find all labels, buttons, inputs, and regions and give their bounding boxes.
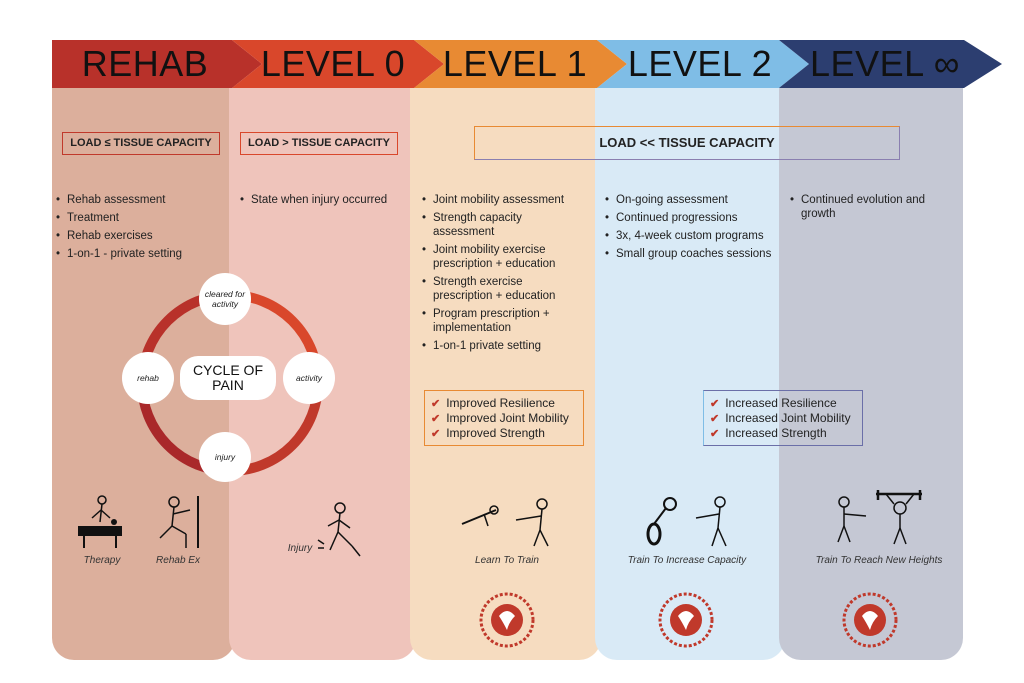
caption-injury: Injury [287,543,313,554]
benefits-level2: ✔Increased Resilience ✔Increased Joint M… [703,390,863,446]
benefit-item: ✔Improved Joint Mobility [431,411,569,425]
rehab-ex-illustration [159,496,199,548]
column-levelinf [779,84,963,660]
level-chevron-bar [52,40,1002,88]
column-level2 [595,84,785,660]
chevron-level1 [414,40,627,88]
bullets-level2: On-going assessment Continued progressio… [605,193,780,265]
cycle-node-activity: activity [283,352,335,404]
cycle-center-label: CYCLE OF PAIN [180,356,276,400]
list-item: Program prescription + implementation [422,307,582,335]
new-heights-illustration [837,490,922,545]
list-item: Joint mobility assessment [422,193,582,207]
list-item: Continued evolution and growth [790,193,950,221]
benefit-item: ✔Improved Resilience [431,396,555,410]
check-icon: ✔ [710,413,720,425]
check-icon: ✔ [431,398,441,410]
list-item: Rehab exercises [56,229,226,243]
list-item: Treatment [56,211,226,225]
engineered-bodies-logo-2 [658,592,714,648]
list-item: Small group coaches sessions [605,247,780,261]
bullets-level1: Joint mobility assessment Strength capac… [422,193,582,357]
injury-illustration [317,502,361,557]
header-level1: LEVEL 1 [442,43,588,84]
list-item: Continued progressions [605,211,780,225]
header-rehab: REHAB [81,43,209,84]
caption-therapy: Therapy [83,555,121,566]
list-item: Joint mobility exercise prescription + e… [422,243,582,271]
list-item: 1-on-1 private setting [422,339,582,353]
load-box-level12: LOAD << TISSUE CAPACITY [474,126,900,160]
increase-capacity-illustration [646,496,727,547]
check-icon: ✔ [431,428,441,440]
check-icon: ✔ [710,398,720,410]
list-item: 1-on-1 - private setting [56,247,226,261]
engineered-bodies-logo-1 [479,592,535,648]
bullets-level0: State when injury occurred [240,193,410,211]
caption-learn-to-train: Learn To Train [475,555,539,566]
list-item: Strength capacity assessment [422,211,582,239]
chevron-rehab [52,40,262,88]
chevron-level2 [597,40,809,88]
chevron-level0 [232,40,444,88]
load-box-rehab: LOAD ≤ TISSUE CAPACITY [62,132,220,155]
header-level2: LEVEL 2 [627,43,773,84]
cycle-node-cleared: cleared for activity [199,273,251,325]
therapy-illustration [78,495,122,548]
cycle-node-rehab: rehab [122,352,174,404]
check-icon: ✔ [431,413,441,425]
caption-rehab-ex: Rehab Ex [156,555,200,566]
chevron-levelinf [779,40,1002,88]
learn-to-train-illustration [461,498,549,547]
cycle-node-injury: injury [199,432,251,482]
benefit-item: ✔Increased Joint Mobility [710,411,851,425]
benefit-item: ✔Increased Resilience [710,396,837,410]
list-item: On-going assessment [605,193,780,207]
column-level1 [410,84,601,660]
list-item: State when injury occurred [240,193,410,207]
check-icon: ✔ [710,428,720,440]
header-levelinf: LEVEL ∞ [810,43,960,84]
caption-increase-capacity: Train To Increase Capacity [627,555,747,566]
list-item: Strength exercise prescription + educati… [422,275,582,303]
engineered-bodies-logo-3 [842,592,898,648]
list-item: 3x, 4-week custom programs [605,229,780,243]
load-box-level0: LOAD > TISSUE CAPACITY [240,132,398,155]
list-item: Rehab assessment [56,193,226,207]
benefit-item: ✔Increased Strength [710,426,827,440]
header-level0: LEVEL 0 [260,43,406,84]
bullets-rehab: Rehab assessment Treatment Rehab exercis… [56,193,226,265]
benefit-item: ✔Improved Strength [431,426,545,440]
benefits-level1: ✔Improved Resilience ✔Improved Joint Mob… [424,390,584,446]
caption-new-heights: Train To Reach New Heights [815,555,943,566]
bullets-levelinf: Continued evolution and growth [790,193,950,225]
